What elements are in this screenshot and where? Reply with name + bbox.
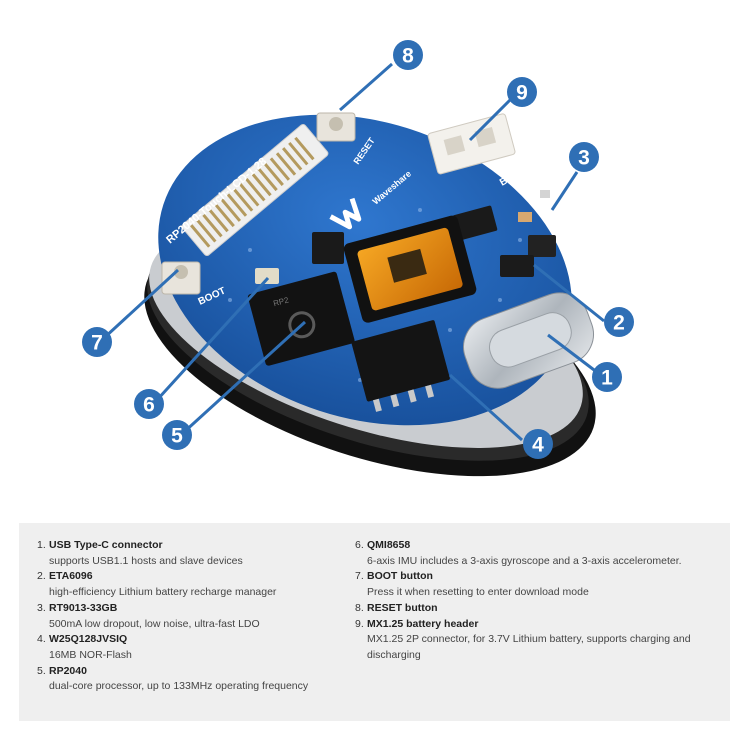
callout-4: 4 (523, 429, 553, 459)
svg-text:4: 4 (532, 434, 544, 457)
legend-item-title: ETA6096 (49, 570, 93, 583)
callout-lines (102, 62, 605, 442)
svg-text:2: 2 (613, 312, 625, 335)
legend-item: 7.BOOT button Press it when resetting to… (355, 569, 715, 600)
legend-item: 2.ETA6096 high-efficiency Lithium batter… (37, 569, 367, 600)
rt9013-chip (452, 190, 556, 257)
legend-item-title: RT9013-33GB (49, 601, 118, 614)
legend-item-title: RESET button (367, 601, 438, 614)
flash-chip (351, 320, 450, 412)
svg-text:3: 3 (578, 147, 590, 170)
usb-c-connector (463, 292, 594, 389)
imu-window (343, 215, 477, 323)
legend-item-title: RP2040 (49, 664, 87, 677)
svg-text:5: 5 (171, 425, 183, 448)
legend-item: 3.RT9013-33GB 500mA low dropout, low noi… (37, 601, 367, 632)
legend-item: 6.QMI8658 6-axis IMU includes a 3-axis g… (355, 538, 715, 569)
battery-header (427, 113, 516, 175)
legend-item-desc: 500mA low dropout, low noise, ultra-fast… (49, 617, 260, 630)
legend-item: 1.USB Type-C connector supports USB1.1 h… (37, 538, 367, 569)
legend-item: 5.RP2040 dual-core processor, up to 133M… (37, 664, 367, 695)
legend-item-title: BOOT button (367, 570, 433, 583)
legend-column-right: 6.QMI8658 6-axis IMU includes a 3-axis g… (355, 538, 715, 664)
legend-item-desc: MX1.25 2P connector, for 3.7V Lithium ba… (367, 633, 691, 661)
callout-7: 7 (82, 327, 112, 357)
callout-9: 9 (507, 77, 537, 107)
legend-item: 9.MX1.25 battery header MX1.25 2P connec… (355, 617, 715, 664)
legend-item-desc: 6-axis IMU includes a 3-axis gyroscope a… (367, 554, 682, 567)
svg-text:8: 8 (402, 45, 414, 68)
legend-item: 8.RESET button (355, 601, 715, 617)
rp2040-marking: RP2 (272, 295, 290, 308)
legend-item-title: USB Type-C connector (49, 539, 163, 551)
callout-5: 5 (162, 420, 192, 450)
legend-item: 4.W25Q128JVSIQ 16MB NOR-Flash (37, 632, 367, 663)
legend-item-desc: dual-core processor, up to 133MHz operat… (49, 680, 309, 693)
callout-3: 3 (569, 142, 599, 172)
eta6096-chip (500, 255, 534, 277)
fpc-connector (181, 123, 329, 257)
callout-1: 1 (592, 362, 622, 392)
legend-column-left: 1.USB Type-C connector supports USB1.1 h… (37, 538, 367, 695)
component-legend: 1.USB Type-C connector supports USB1.1 h… (19, 523, 730, 721)
svg-text:1: 1 (601, 367, 613, 390)
svg-text:6: 6 (143, 394, 155, 417)
legend-item-desc: 16MB NOR-Flash (49, 648, 132, 661)
rp2040-chip: RP2 (247, 271, 355, 366)
qmi8658-chip (255, 232, 344, 284)
product-photo: RP2040-Touch-LCD-1.28 Waveshare RESET BO… (82, 40, 634, 477)
callout-6: 6 (134, 389, 164, 419)
callout-2: 2 (604, 307, 634, 337)
legend-item-desc: supports USB1.1 hosts and slave devices (49, 554, 243, 567)
svg-text:9: 9 (516, 82, 528, 105)
legend-item-desc: Press it when resetting to enter downloa… (367, 586, 589, 599)
svg-text:7: 7 (91, 332, 103, 355)
legend-item-title: MX1.25 battery header (367, 617, 479, 630)
legend-item-desc: high-efficiency Lithium battery recharge… (49, 586, 277, 599)
legend-item-title: W25Q128JVSIQ (49, 633, 128, 646)
callout-8: 8 (393, 40, 423, 70)
legend-item-title: QMI8658 (367, 539, 411, 551)
